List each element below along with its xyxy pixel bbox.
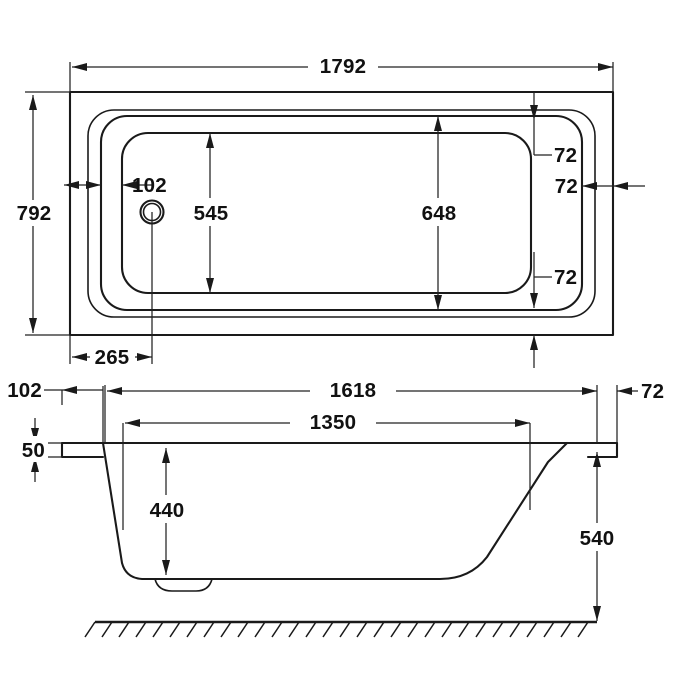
plan-outer-rim-outline xyxy=(68,90,615,337)
dimension-depth-440: 440 xyxy=(140,448,194,575)
dimension-rim-thickness-50: 50 xyxy=(6,418,62,482)
dim-label-1792: 1792 xyxy=(320,55,366,78)
dimension-length-1350: 1350 xyxy=(122,410,531,530)
dimension-height-540: 540 xyxy=(570,452,624,621)
dimension-rim-top-72: 72 xyxy=(530,92,577,167)
elevation-left-rim-lip xyxy=(60,441,105,459)
dimension-length-1618: 1618 xyxy=(104,378,598,443)
dimension-inner-width-545: 545 xyxy=(184,133,238,293)
dim-label-792: 792 xyxy=(17,202,52,225)
dimension-rim-bottom-72: 72 xyxy=(530,252,577,308)
dimension-inner-width-648: 648 xyxy=(412,116,466,310)
plan-bottom-edge-arrow xyxy=(530,335,538,368)
elevation-right-rim-lip xyxy=(586,441,619,459)
dimension-overall-width-792: 792 xyxy=(8,91,70,336)
dimension-waste-offset-102: 102 xyxy=(64,174,167,197)
dim-label-545: 545 xyxy=(194,202,229,225)
elevation-view: 102 50 1618 xyxy=(6,378,664,638)
dim-label-265: 265 xyxy=(95,346,130,369)
dim-label-72-top: 72 xyxy=(554,144,577,167)
dim-label-1618: 1618 xyxy=(330,379,376,402)
plan-bowl-base-outline xyxy=(120,131,533,295)
dim-label-102-plan: 102 xyxy=(132,174,167,197)
dim-label-540: 540 xyxy=(580,527,615,550)
plan-bowl-outline xyxy=(99,114,584,312)
dim-label-440: 440 xyxy=(150,499,185,522)
plan-view: 1792 792 102 545 xyxy=(8,54,645,369)
dimension-overall-length-1792: 1792 xyxy=(69,54,614,92)
dim-label-1350: 1350 xyxy=(310,411,356,434)
dim-label-72-elevation: 72 xyxy=(641,380,664,403)
floor-hatching xyxy=(84,620,597,638)
dim-label-72-bottom: 72 xyxy=(554,266,577,289)
waste-boss xyxy=(154,578,213,592)
dimension-waste-offset-265: 265 xyxy=(69,212,153,369)
elevation-bath-profile xyxy=(101,441,569,581)
dim-label-102-elevation: 102 xyxy=(7,379,42,402)
dimension-rim-right-72: 72 xyxy=(555,175,645,198)
dimension-rim-overhang-72: 72 xyxy=(616,380,664,443)
plan-rim-inner-edge xyxy=(87,109,596,318)
dim-label-648: 648 xyxy=(422,202,457,225)
dim-label-50: 50 xyxy=(22,439,45,462)
dimension-rim-overhang-102: 102 xyxy=(7,379,104,443)
dim-label-72-right: 72 xyxy=(555,175,578,198)
